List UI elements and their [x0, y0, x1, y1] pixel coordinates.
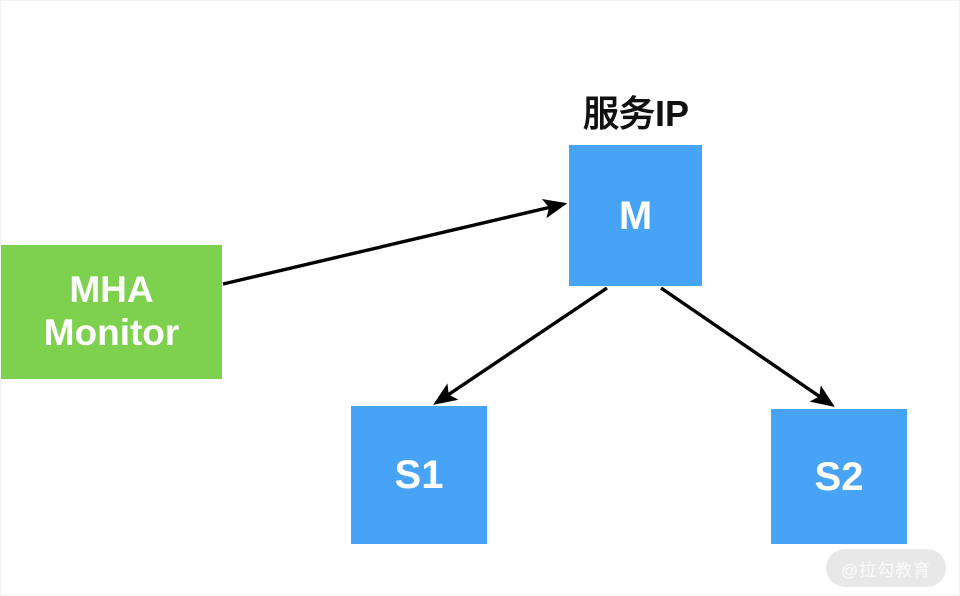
watermark-text: @拉勾教育	[840, 560, 932, 580]
node-slave-1[interactable]: S1	[351, 406, 487, 544]
edge-m-to-s2	[660, 286, 835, 407]
node-master[interactable]: M	[569, 145, 702, 286]
node-mha-monitor[interactable]: MHA Monitor	[1, 245, 222, 379]
node-slave-2[interactable]: S2	[771, 409, 907, 544]
node-mha-monitor-label: MHA Monitor	[43, 269, 180, 353]
watermark-badge: @拉勾教育	[826, 549, 946, 587]
node-slave-2-label: S2	[814, 454, 864, 499]
diagram-title-service-ip: 服务IP	[582, 93, 689, 134]
edge-m-to-s1	[433, 286, 608, 405]
edge-mha-to-m	[222, 199, 568, 286]
node-slave-1-label: S1	[394, 453, 444, 497]
node-master-label: M	[618, 193, 653, 238]
